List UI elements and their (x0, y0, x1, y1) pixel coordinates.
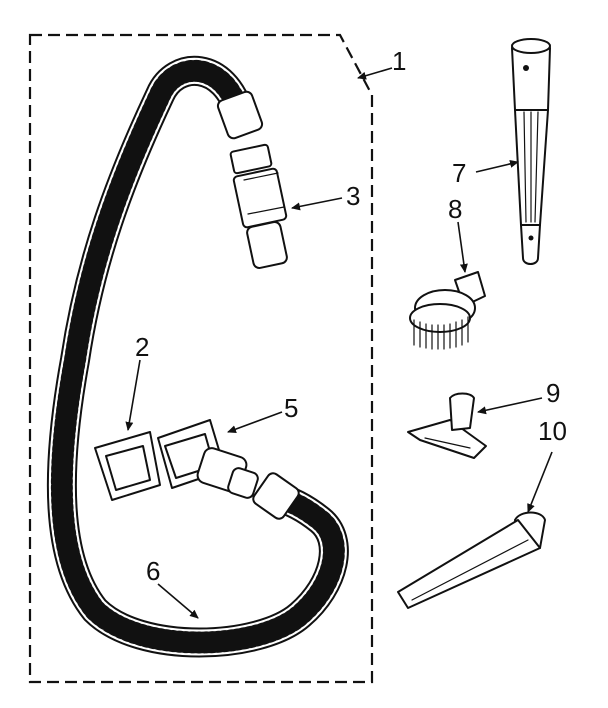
callout-7: 7 (452, 158, 466, 188)
callout-6: 6 (146, 556, 160, 586)
crevice-tool (397, 511, 546, 609)
hose-connector (229, 143, 288, 269)
callout-10: 10 (538, 416, 567, 446)
leader-arrows (125, 67, 553, 619)
swivel-adapter (94, 419, 259, 501)
extension-wand (511, 38, 551, 265)
hose-assembly (46, 55, 349, 658)
callout-3: 3 (346, 181, 360, 211)
callout-5: 5 (284, 393, 298, 423)
callout-8: 8 (448, 194, 462, 224)
kit-boundary (28, 33, 374, 684)
upholstery-tool (407, 392, 487, 459)
dusting-brush (409, 271, 486, 350)
callout-1: 1 (392, 46, 406, 76)
callout-2: 2 (135, 332, 149, 362)
callout-9: 9 (546, 378, 560, 408)
